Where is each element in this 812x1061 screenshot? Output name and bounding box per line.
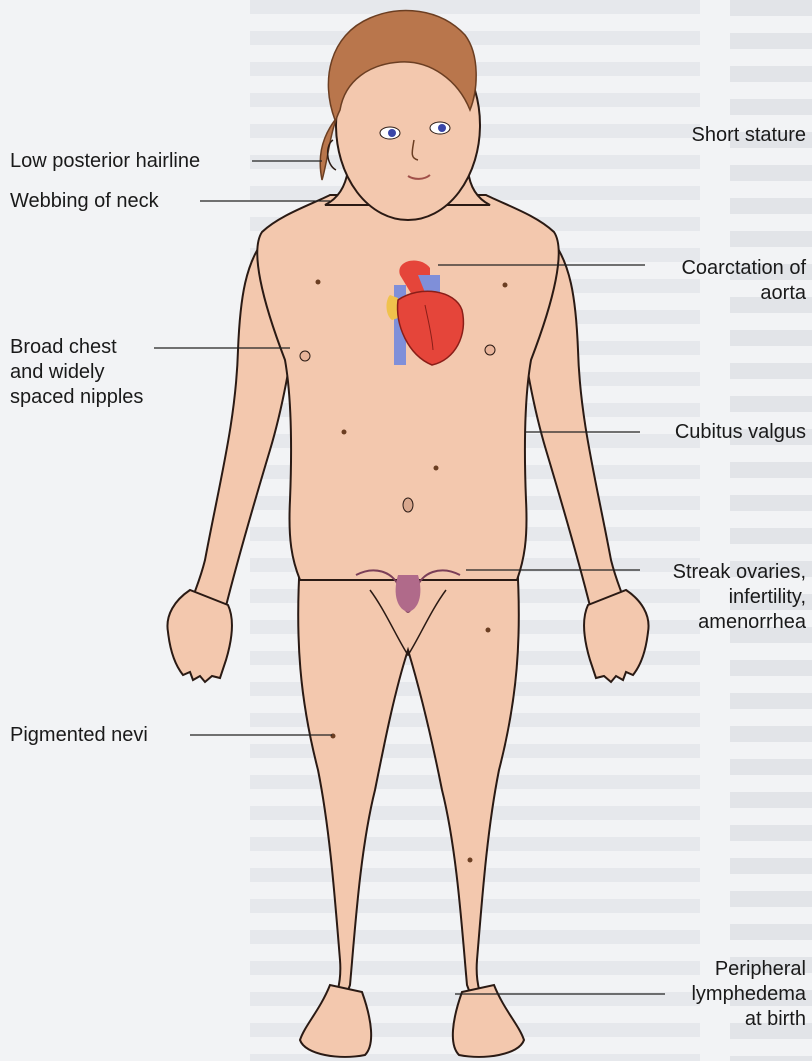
- label-coarctation-of-aorta: Coarctation of aorta: [681, 256, 806, 306]
- navel: [403, 498, 413, 512]
- label-cubitus-valgus: Cubitus valgus: [675, 420, 806, 445]
- label-streak-ovaries: Streak ovaries, infertility, amenorrhea: [673, 560, 806, 635]
- right-hand: [584, 590, 649, 682]
- label-short-stature: Short stature: [691, 123, 806, 148]
- label-pigmented-nevi: Pigmented nevi: [10, 723, 148, 748]
- label-broad-chest: Broad chest and widely spaced nipples: [10, 335, 143, 410]
- label-peripheral-lymphedema: Peripheral lymphedema at birth: [691, 957, 806, 1032]
- right-nipple: [485, 345, 495, 355]
- label-low-posterior-hairline: Low posterior hairline: [10, 149, 200, 174]
- legs: [298, 560, 519, 1012]
- right-foot: [453, 985, 524, 1057]
- left-foot: [300, 985, 371, 1057]
- torso: [257, 195, 558, 580]
- left-nipple: [300, 351, 310, 361]
- label-webbing-of-neck: Webbing of neck: [10, 189, 159, 214]
- left-hand: [167, 590, 232, 682]
